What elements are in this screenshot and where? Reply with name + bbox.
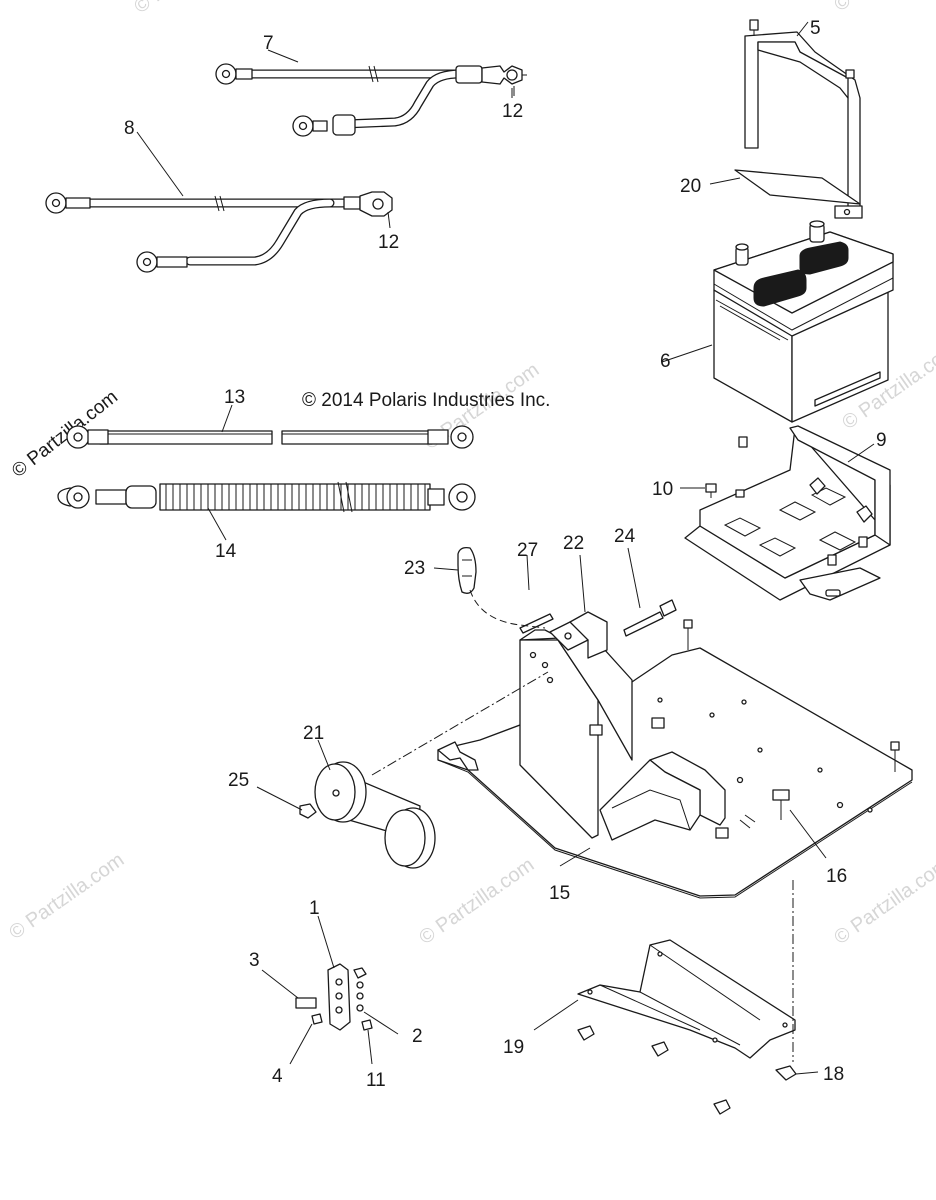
callout-2: 2: [412, 1026, 423, 1047]
battery-6[interactable]: [713, 220, 894, 423]
pin-27[interactable]: [519, 613, 554, 634]
nut-set-18[interactable]: [577, 1025, 797, 1115]
callout-27: 27: [517, 540, 538, 561]
callout-7: 7: [263, 33, 274, 54]
screw-11[interactable]: [361, 1019, 373, 1031]
callout-24: 24: [614, 526, 636, 547]
callout-3: 3: [249, 950, 260, 971]
watermark-top-right: © Partzilla.com: [830, 0, 936, 16]
callout-15: 15: [549, 883, 570, 904]
callout-23: 23: [404, 558, 425, 579]
clip-23[interactable]: [457, 546, 477, 594]
callout-4: 4: [272, 1066, 283, 1087]
leader-lines: [136, 21, 875, 1075]
callout-22: 22: [563, 533, 584, 554]
callout-10: 10: [652, 479, 673, 500]
callout-25: 25: [228, 770, 249, 791]
copyright-notice: © 2014 Polaris Industries Inc.: [302, 390, 550, 411]
idler-21[interactable]: [314, 761, 436, 869]
callout-14: 14: [215, 541, 237, 562]
battery-tray-9[interactable]: [684, 425, 891, 601]
callout-9: 9: [876, 430, 887, 451]
nut-25[interactable]: [299, 803, 317, 819]
callout-16: 16: [826, 866, 847, 887]
callout-13: 13: [224, 387, 245, 408]
callout-5: 5: [810, 18, 821, 39]
terminal-block-1[interactable]: [327, 963, 367, 1031]
watermark-top-left: © Partzilla.com: [130, 0, 253, 18]
hardware-2[interactable]: [356, 981, 364, 1012]
callout-8: 8: [124, 118, 135, 139]
callout-20: 20: [680, 176, 701, 197]
callout-6: 6: [660, 351, 671, 372]
bracket-22[interactable]: [549, 611, 608, 659]
battery-pad-20[interactable]: [734, 169, 861, 205]
screw-10[interactable]: [705, 483, 717, 498]
callout-21: 21: [303, 723, 324, 744]
callout-12-lower: 12: [378, 232, 399, 253]
corrugation-ribs: [165, 484, 426, 510]
callout-1: 1: [309, 898, 320, 919]
connector-lines: [371, 589, 794, 1062]
callout-18: 18: [823, 1064, 844, 1085]
callout-labels: 7 12 8 12 13 14 5 20 6 9 10 23 27 22 24 …: [124, 18, 887, 1091]
bolt-24[interactable]: [623, 599, 677, 637]
screw-4[interactable]: [311, 1013, 323, 1025]
battery-cable-7[interactable]: [215, 63, 527, 137]
mounting-plate-15[interactable]: [437, 619, 913, 899]
callout-11: 11: [366, 1070, 386, 1091]
watermark-center-bottom: © Partzilla.com: [415, 854, 538, 949]
strap-3[interactable]: [295, 997, 317, 1009]
battery-holddown-5[interactable]: [744, 19, 863, 219]
callout-19: 19: [503, 1037, 524, 1058]
cable-14[interactable]: [57, 481, 476, 513]
guard-19[interactable]: [577, 939, 796, 1059]
callout-12-upper: 12: [502, 101, 523, 122]
watermark-left-bottom: © Partzilla.com: [5, 849, 128, 944]
cable-13[interactable]: [66, 425, 474, 449]
battery-cable-8[interactable]: [45, 191, 393, 273]
